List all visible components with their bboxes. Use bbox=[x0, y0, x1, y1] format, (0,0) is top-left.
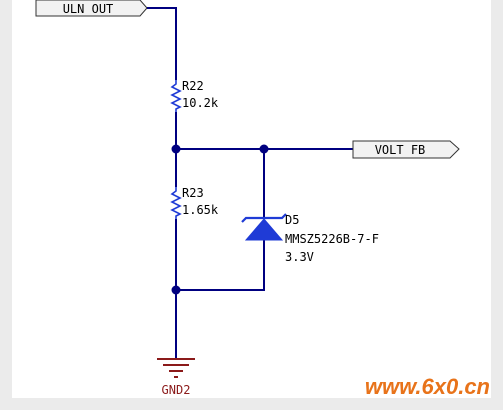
junction-gnd bbox=[171, 285, 181, 295]
ground-label: GND2 bbox=[162, 383, 191, 397]
resistor-r22: R22 10.2k bbox=[170, 79, 219, 112]
junction-r22-r23 bbox=[171, 144, 181, 154]
d5-designator: D5 bbox=[285, 213, 299, 227]
schematic-sheet bbox=[12, 0, 491, 398]
junction-d5-cathode bbox=[259, 144, 269, 154]
wires bbox=[147, 7, 353, 358]
watermark: www.6x0.cn bbox=[365, 374, 490, 399]
net-label-volt-fb: VOLT FB bbox=[352, 140, 460, 159]
svg-text:ULN OUT: ULN OUT bbox=[63, 2, 114, 16]
svg-text:www.6x0.cn: www.6x0.cn bbox=[365, 374, 490, 399]
zener-diode-d5: D5 MMSZ5226B-7-F 3.3V bbox=[241, 213, 379, 264]
resistor-r23: R23 1.65k bbox=[170, 186, 219, 219]
svg-text:VOLT FB: VOLT FB bbox=[375, 143, 426, 157]
junction-dots bbox=[171, 144, 269, 295]
wire-uln-to-r22 bbox=[147, 7, 177, 80]
d5-part-number: MMSZ5226B-7-F bbox=[285, 232, 379, 246]
net-label-uln-out: ULN OUT bbox=[35, 0, 148, 17]
r22-designator: R22 bbox=[182, 79, 204, 93]
r23-value: 1.65k bbox=[182, 203, 219, 217]
r22-value: 10.2k bbox=[182, 96, 219, 110]
r23-designator: R23 bbox=[182, 186, 204, 200]
d5-voltage: 3.3V bbox=[285, 250, 314, 264]
ground-symbol: GND2 bbox=[157, 358, 195, 397]
wire-gnd-to-d5-anode bbox=[176, 240, 265, 291]
